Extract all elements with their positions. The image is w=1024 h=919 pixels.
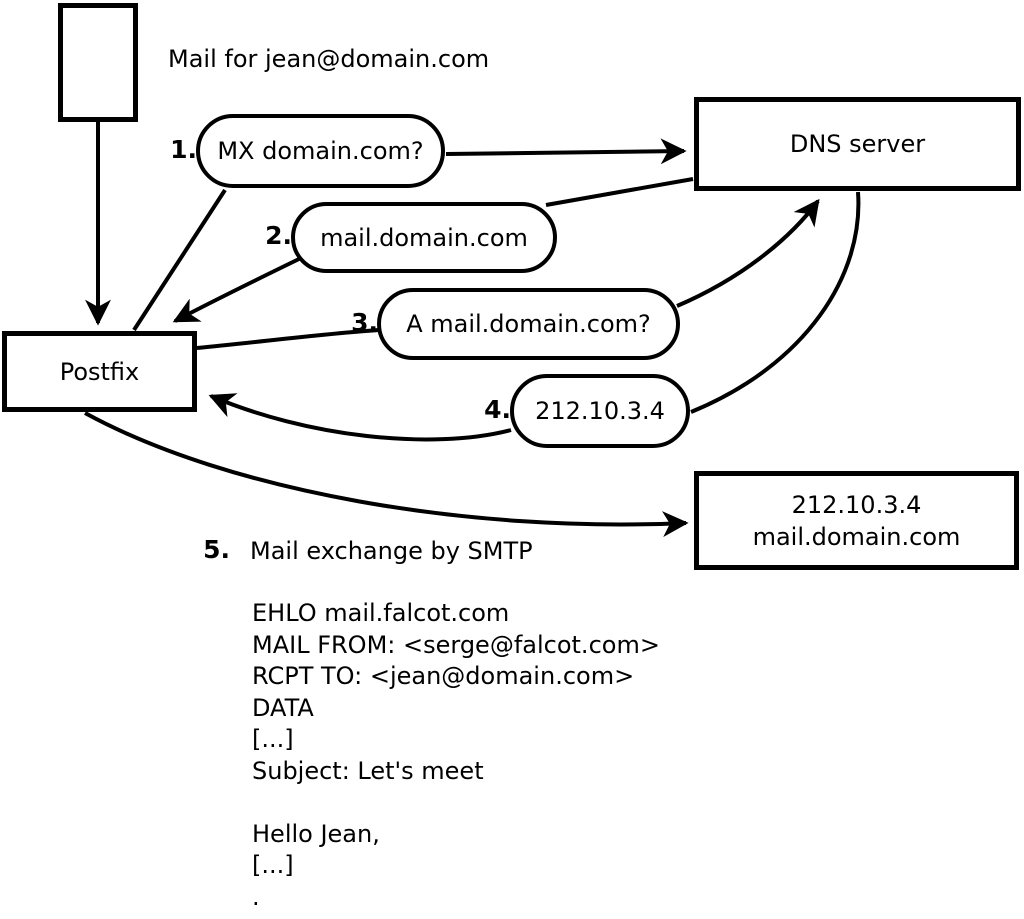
step-2-label: mail.domain.com (320, 223, 528, 252)
smtp-line-blank (252, 787, 660, 819)
mail-caption: Mail for jean@domain.com (168, 45, 490, 73)
smtp-line-rcpt-to: RCPT TO: <jean@domain.com> (252, 662, 635, 690)
arrow-step4-to-postfix (208, 393, 512, 442)
smtp-line-ehlo: EHLO mail.falcot.com (252, 599, 510, 627)
mail-server-hostname: mail.domain.com (752, 522, 961, 551)
step-2-pill: mail.domain.com (291, 202, 557, 273)
arrow-postfix-to-mailserver (84, 411, 689, 538)
step-5-number: 5. (203, 535, 230, 564)
smtp-line-subject: Subject: Let's meet (252, 756, 484, 785)
arrow-step2-to-postfix (172, 257, 300, 323)
arrow-step1-to-dns (445, 138, 687, 165)
smtp-line-ellipsis-1: [...] (252, 725, 294, 753)
smtp-line-data: DATA (252, 693, 314, 722)
step-3-number: 3. (351, 308, 378, 337)
step-4-number: 4. (484, 395, 511, 424)
step-2-number: 2. (265, 221, 292, 250)
line-postfix-to-step1 (132, 188, 227, 332)
step-3-pill: A mail.domain.com? (377, 288, 680, 360)
step-3-label: A mail.domain.com? (406, 310, 651, 338)
line-postfix-to-step3 (196, 328, 380, 350)
smtp-session-text: EHLO mail.falcot.com MAIL FROM: <serge@f… (252, 598, 660, 913)
step-4-pill: 212.10.3.4 (510, 374, 690, 448)
mail-server-box: 212.10.3.4 mail.domain.com (694, 471, 1019, 570)
mail-server-ip: 212.10.3.4 (791, 490, 922, 519)
dns-server-label: DNS server (789, 130, 926, 158)
smtp-line-end-dot: . (252, 882, 260, 911)
dns-server-box: DNS server (694, 97, 1021, 191)
line-dns-to-step4 (690, 191, 861, 414)
postfix-label: Postfix (59, 357, 140, 386)
step-5-label: Mail exchange by SMTP (250, 537, 533, 565)
step-1-label: MX domain.com? (217, 137, 424, 165)
smtp-line-hello: Hello Jean, (252, 819, 380, 848)
step-4-label: 212.10.3.4 (535, 397, 665, 425)
mail-envelope (58, 3, 138, 122)
line-dns-to-step2 (545, 177, 694, 207)
postfix-box: Postfix (2, 331, 197, 412)
step-1-number: 1. (170, 135, 197, 164)
smtp-line-ellipsis-2: [...] (252, 851, 294, 879)
smtp-line-mail-from: MAIL FROM: <serge@falcot.com> (252, 630, 660, 659)
step-1-pill: MX domain.com? (196, 114, 445, 188)
arrow-step3-to-dns (676, 198, 820, 308)
